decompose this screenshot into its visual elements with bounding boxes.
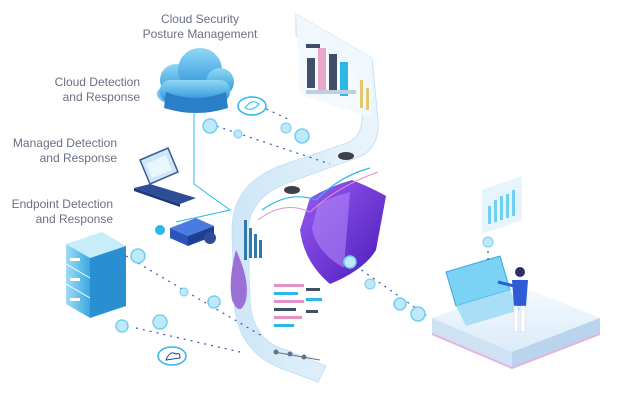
label-line: Cloud Security — [160, 12, 240, 26]
label-managed-detection-and-response: Managed Detection and Response — [0, 136, 117, 166]
label-line: Managed Detection — [12, 136, 117, 150]
server-icon — [65, 232, 126, 318]
shield-badge-icon — [237, 96, 267, 116]
label-cloud-security-posture-management: Cloud Security Posture Management — [120, 12, 280, 42]
connector-nodes — [115, 118, 494, 333]
label-endpoint-detection-and-response: Endpoint Detection and Response — [0, 197, 113, 227]
cloud-icon — [157, 48, 234, 113]
laptop-link — [175, 183, 232, 223]
label-line: and Response — [35, 212, 113, 226]
label-line: Cloud Detection — [54, 75, 140, 89]
droplet-icon — [230, 250, 247, 309]
panel-line-chart — [261, 167, 371, 211]
panel-line-chart-2 — [257, 171, 379, 221]
label-line: and Response — [62, 90, 140, 104]
laptop-icon — [134, 147, 196, 207]
person-icon — [497, 267, 528, 333]
panel-list — [273, 284, 322, 361]
shield-icon — [284, 152, 386, 284]
label-line: Endpoint Detection — [11, 197, 113, 211]
panel-mini-bars — [244, 220, 262, 260]
panel-bar-chart — [306, 44, 369, 110]
label-line: Posture Management — [142, 27, 258, 41]
floating-bar-chart — [482, 176, 522, 234]
dotted-connectors — [125, 105, 489, 353]
label-cloud-detection-and-response: Cloud Detection and Response — [20, 75, 140, 105]
cloud-badge-icon — [157, 346, 187, 366]
label-line: and Response — [39, 151, 117, 165]
network-hub-icon — [155, 218, 216, 246]
